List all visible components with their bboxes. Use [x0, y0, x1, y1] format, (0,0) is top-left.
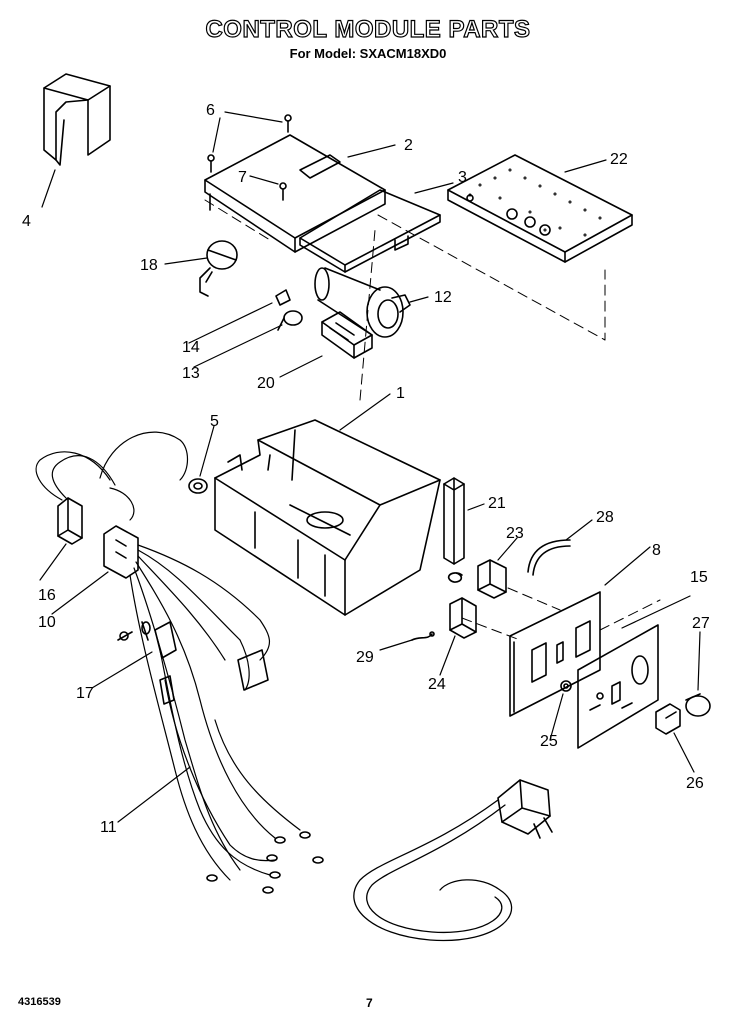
callout-6: 6: [206, 102, 215, 119]
callout-4: 4: [22, 213, 31, 230]
callout-12: 12: [434, 289, 452, 306]
part-7-screw: [279, 182, 287, 201]
callout-8: 8: [652, 542, 661, 559]
callout-26: 26: [686, 775, 704, 792]
callout-24: 24: [428, 676, 446, 693]
part-22-perforated-panel: [447, 154, 633, 263]
part-13-clamp: [277, 310, 303, 331]
part-12-capacitor: [314, 267, 411, 338]
part-24-switch: [449, 597, 477, 639]
part-23-switch: [447, 559, 507, 599]
callout-13: 13: [182, 365, 200, 382]
part-26-rocker: [655, 703, 681, 735]
part-3-plate: [299, 189, 441, 273]
part-14-clip: [275, 289, 291, 306]
callout-29: 29: [356, 649, 374, 666]
alignment-lines: [204, 199, 661, 641]
model-subtitle: For Model: SXACM18XD0: [289, 46, 447, 61]
callout-25: 25: [540, 733, 558, 750]
part-21-strip: [443, 477, 465, 565]
part-4-bracket: [43, 73, 111, 166]
leader-lines: [39, 111, 701, 823]
part-10-terminal-block: [103, 525, 139, 579]
part-6-screws: [207, 114, 292, 173]
callout-15: 15: [690, 569, 708, 586]
callout-10: 10: [38, 614, 56, 631]
callout-labels: 1 2 3 4 5 6 7 8 10 11 12 13 14 15 16 17 …: [22, 102, 710, 836]
callout-18: 18: [140, 257, 158, 274]
callout-2: 2: [404, 137, 413, 154]
part-18-relay: [199, 240, 238, 297]
callout-16: 16: [38, 587, 56, 604]
power-cord: [353, 799, 513, 942]
part-2-cover: [204, 134, 386, 253]
part-29-clip: [411, 631, 435, 641]
callout-21: 21: [488, 495, 506, 512]
callout-17: 17: [76, 685, 94, 702]
part-1-housing: [214, 419, 441, 616]
callout-27: 27: [692, 615, 710, 632]
part-28-tube: [527, 539, 571, 576]
callout-7: 7: [238, 169, 247, 186]
callout-23: 23: [506, 525, 524, 542]
part-5-grommet: [188, 478, 208, 494]
part-15-faceplate: [577, 624, 659, 749]
callout-1: 1: [396, 385, 405, 402]
callout-3: 3: [458, 169, 467, 186]
wire-terminals: [206, 831, 324, 894]
part-25-nut: [560, 680, 572, 692]
part-27-knob: [685, 693, 711, 717]
part-20-connector: [321, 311, 373, 359]
page-number: 7: [366, 996, 373, 1010]
wiring-harness: [35, 431, 301, 881]
power-plug: [497, 779, 553, 839]
callout-20: 20: [257, 375, 275, 392]
part-8-control-panel: [509, 591, 601, 717]
part-17-ground-connector: [117, 621, 269, 705]
callout-14: 14: [182, 339, 200, 356]
callout-5: 5: [210, 413, 219, 430]
callout-28: 28: [596, 509, 614, 526]
callout-11: 11: [100, 819, 117, 836]
page-title: CONTROL MODULE PARTS: [205, 15, 531, 43]
part-16-plug: [57, 497, 83, 545]
callout-22: 22: [610, 151, 628, 168]
document-number: 4316539: [18, 996, 61, 1008]
